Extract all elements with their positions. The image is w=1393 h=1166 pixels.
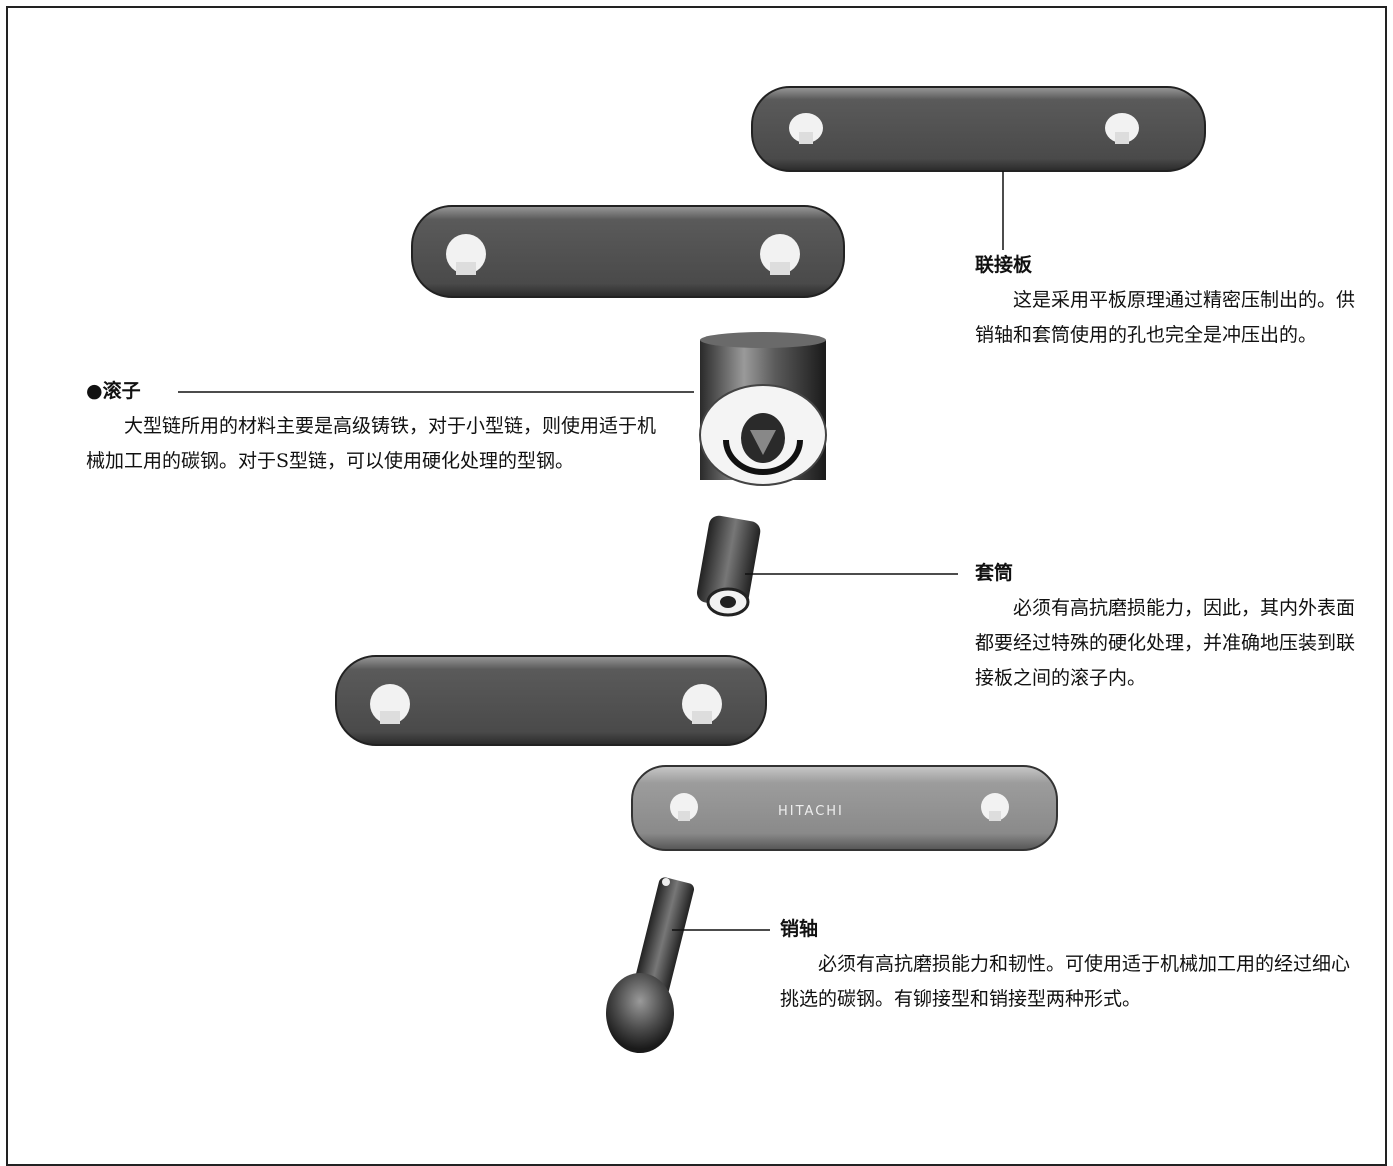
- roller: [699, 332, 827, 486]
- callout-body-bushing: 必须有高抗磨损能力，因此，其内外表面都要经过特殊的硬化处理，并准确地压装到联接板…: [975, 597, 1356, 689]
- callout-title-bushing: 套筒: [975, 562, 1014, 584]
- plate-marking: HITACHI: [778, 804, 844, 819]
- callout-body-roller: 大型链所用的材料主要是高级铸铁，对于小型链，则使用适于机械加工用的碳钢。对于S型…: [86, 415, 657, 472]
- callout-roller: ●滚子 大型链所用的材料主要是高级铸铁，对于小型链，则使用适于机械加工用的碳钢。…: [86, 374, 666, 479]
- callout-title-pin: 销轴: [780, 918, 819, 940]
- link-plate-upper: [411, 205, 845, 298]
- bushing: [696, 515, 761, 617]
- callout-title-roller: ●滚子: [86, 380, 141, 402]
- link-plate-lower: [335, 655, 767, 746]
- callout-body-link-plate: 这是采用平板原理通过精密压制出的。供销轴和套筒使用的孔也完全是冲压出的。: [975, 289, 1356, 346]
- link-plate-bottom: HITACHI: [631, 765, 1058, 851]
- callout-pin: 销轴 必须有高抗磨损能力和韧性。可使用适于机械加工用的经过细心挑选的碳钢。有铆接…: [780, 912, 1365, 1017]
- callout-bushing: 套筒 必须有高抗磨损能力，因此，其内外表面都要经过特殊的硬化处理，并准确地压装到…: [975, 556, 1370, 696]
- pin: [606, 877, 695, 1053]
- callout-body-pin: 必须有高抗磨损能力和韧性。可使用适于机械加工用的经过细心挑选的碳钢。有铆接型和销…: [780, 953, 1351, 1010]
- callout-title-link-plate: 联接板: [975, 254, 1033, 276]
- callout-link-plate: 联接板 这是采用平板原理通过精密压制出的。供销轴和套筒使用的孔也完全是冲压出的。: [975, 248, 1370, 353]
- link-plate-top: [751, 86, 1206, 172]
